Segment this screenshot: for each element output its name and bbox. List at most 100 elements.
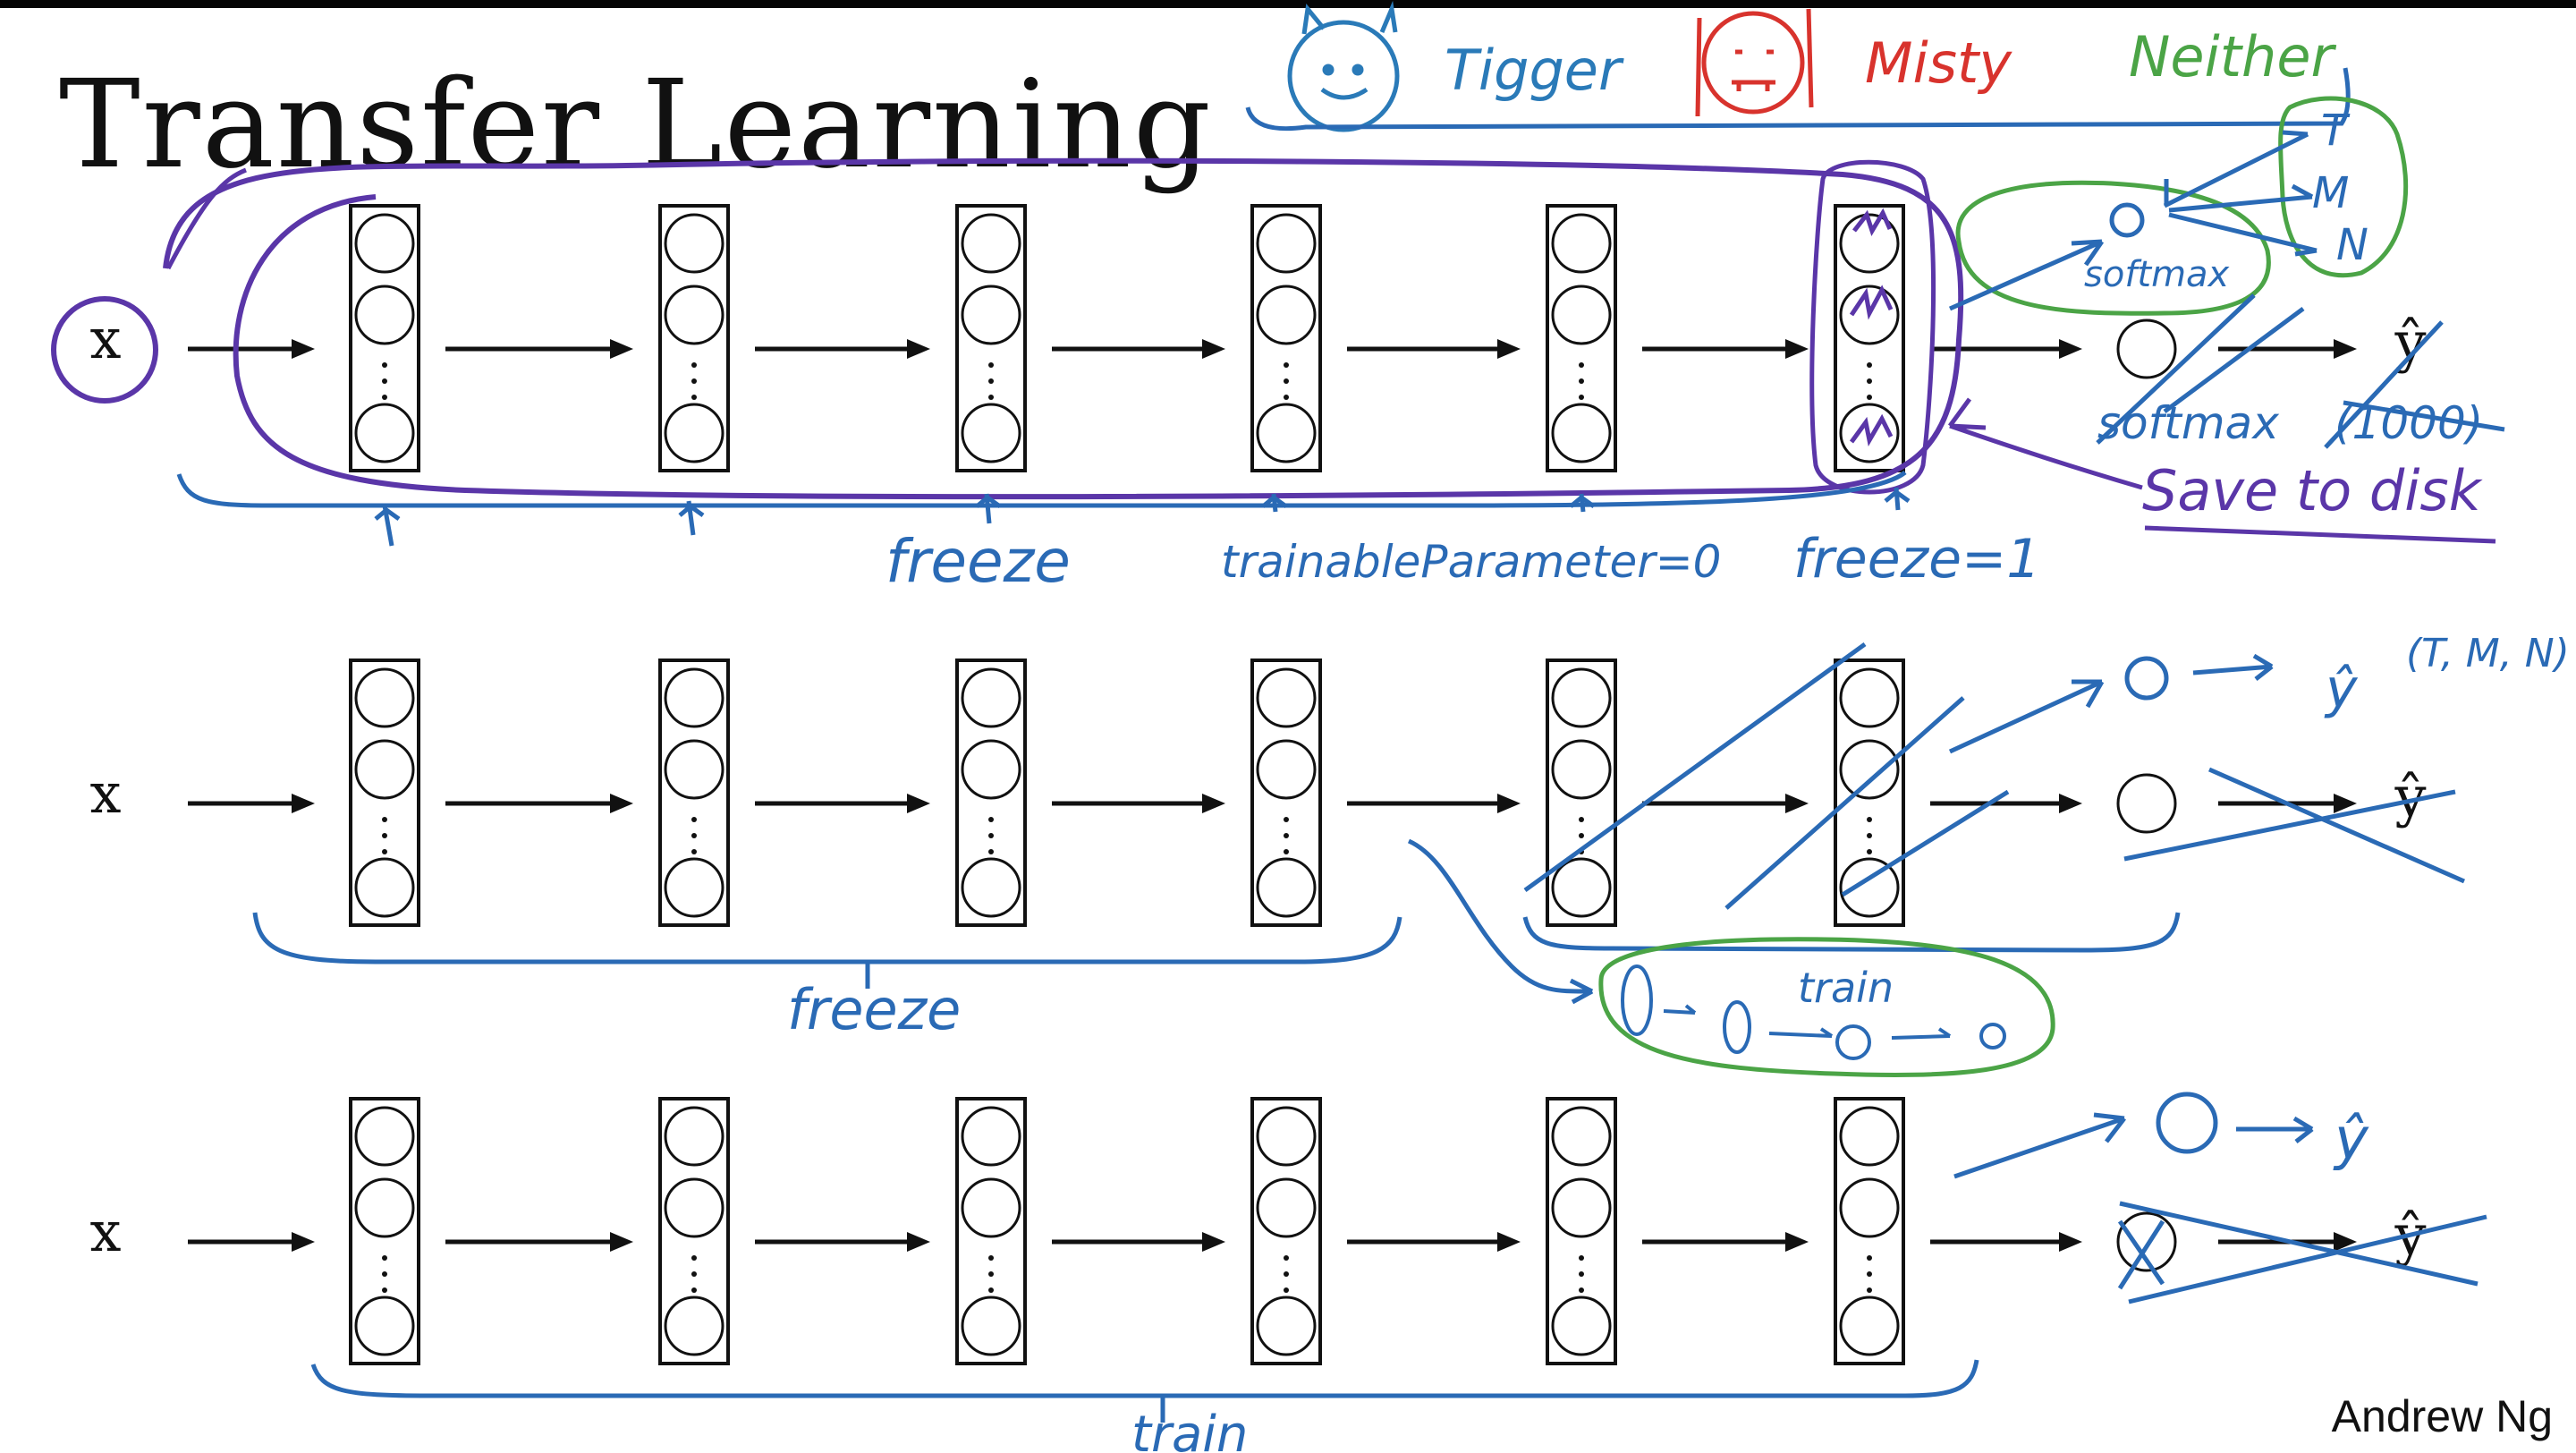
neuron <box>1839 1177 1900 1238</box>
neuron <box>1551 1177 1612 1238</box>
neuron <box>1839 739 1900 800</box>
neuron <box>1256 1296 1317 1356</box>
network-layer <box>349 1097 420 1365</box>
neuron <box>1256 1177 1317 1238</box>
row2-new-head-arrow <box>1948 679 2105 754</box>
neuron <box>1256 739 1317 800</box>
neuron <box>354 1106 415 1167</box>
tigger-face-icon <box>1287 0 1400 132</box>
class-label: Neither <box>2129 24 2336 89</box>
network-layer <box>658 1097 730 1365</box>
ellipsis-dot <box>691 362 697 368</box>
arrow-head <box>1202 1232 1225 1252</box>
neuron <box>1839 667 1900 728</box>
arrow-head <box>907 339 930 359</box>
row2-new-output-unit <box>2124 656 2169 701</box>
ellipsis-dot <box>1579 1255 1584 1261</box>
layer-arrow <box>445 1232 633 1252</box>
input-label: x <box>90 1199 122 1264</box>
neuron <box>664 1177 724 1238</box>
arrow-head <box>1202 794 1225 813</box>
neuron <box>1551 1296 1612 1356</box>
arrow-head <box>610 339 633 359</box>
layer-arrow <box>188 794 315 813</box>
class-label: Tigger <box>1445 38 1624 103</box>
ellipsis-dot <box>1867 833 1872 838</box>
top-bar <box>0 0 2576 8</box>
ellipsis-dot <box>691 817 697 822</box>
network-layer <box>349 659 420 927</box>
last-layer-outline <box>1809 159 1936 495</box>
neuron <box>664 667 724 728</box>
ellipsis-dot <box>1867 362 1872 368</box>
network-layer <box>955 1097 1027 1365</box>
neuron <box>664 1296 724 1356</box>
train-bottom-label: train <box>1131 1406 1248 1453</box>
neuron <box>354 285 415 345</box>
row2-classes: (T, M, N) <box>2406 631 2570 676</box>
old-softmax-label: softmax <box>2097 397 2279 449</box>
ellipsis-dot <box>1867 378 1872 384</box>
class-label: Misty <box>1865 30 2012 96</box>
ellipsis-dot <box>1867 395 1872 400</box>
ellipsis-dot <box>382 849 387 854</box>
row2-slash-strokes <box>1523 642 2466 910</box>
ellipsis-dot <box>1579 1271 1584 1277</box>
arrow-head <box>1497 794 1521 813</box>
neuron <box>1256 213 1317 274</box>
ellipsis-dot <box>691 1255 697 1261</box>
layer-arrow <box>755 339 930 359</box>
arrow-head <box>2059 794 2082 813</box>
layer-arrow <box>1052 339 1225 359</box>
save-to-disk-label: Save to disk <box>2142 458 2483 523</box>
arrow-head <box>610 794 633 813</box>
layer-arrow <box>445 339 633 359</box>
trainable-parameter-label: trainableParameter=0 <box>1221 536 1722 588</box>
precompute-flow <box>1621 964 2006 1060</box>
ellipsis-dot <box>1579 817 1584 822</box>
network-layer <box>1546 204 1617 472</box>
input-circle <box>51 296 158 404</box>
ellipsis-dot <box>382 1255 387 1261</box>
layer-arrow <box>2218 339 2357 359</box>
arrow-head <box>292 1232 315 1252</box>
layer-arrow <box>1052 1232 1225 1252</box>
output-choice: T <box>2321 106 2351 156</box>
row1-annotations: Save to disk softmax T M N softmax (1000… <box>51 96 2505 596</box>
neuron <box>664 403 724 463</box>
arrow-head <box>2334 1232 2357 1252</box>
arrow-head <box>2334 339 2357 359</box>
row3-cross-strokes <box>2117 1201 2487 1304</box>
neuron <box>961 213 1021 274</box>
row2-output-arrow <box>2192 653 2274 681</box>
layer-arrow <box>1642 339 1809 359</box>
neuron <box>1551 857 1612 918</box>
row3-brace <box>310 1359 1979 1423</box>
ellipsis-dot <box>382 1287 387 1293</box>
neuron <box>664 1106 724 1167</box>
arrow-head <box>907 794 930 813</box>
neuron <box>354 1296 415 1356</box>
input-label: x <box>90 760 122 826</box>
neuron <box>961 403 1021 463</box>
neuron <box>961 285 1021 345</box>
layer-arrow <box>1642 794 1809 813</box>
layer-arrow <box>1347 1232 1521 1252</box>
neuron <box>1256 285 1317 345</box>
neuron <box>1256 1106 1317 1167</box>
network-layer <box>1834 204 1905 472</box>
neuron <box>354 403 415 463</box>
ellipsis-dot <box>1579 378 1584 384</box>
neuron <box>664 213 724 274</box>
row3-new-head-arrow <box>1953 1112 2126 1179</box>
arrow-head <box>1202 339 1225 359</box>
output-unit <box>2116 773 2177 834</box>
ellipsis-dot <box>382 833 387 838</box>
neuron <box>1551 213 1612 274</box>
neuron <box>1551 403 1612 463</box>
ellipsis-dot <box>382 395 387 400</box>
